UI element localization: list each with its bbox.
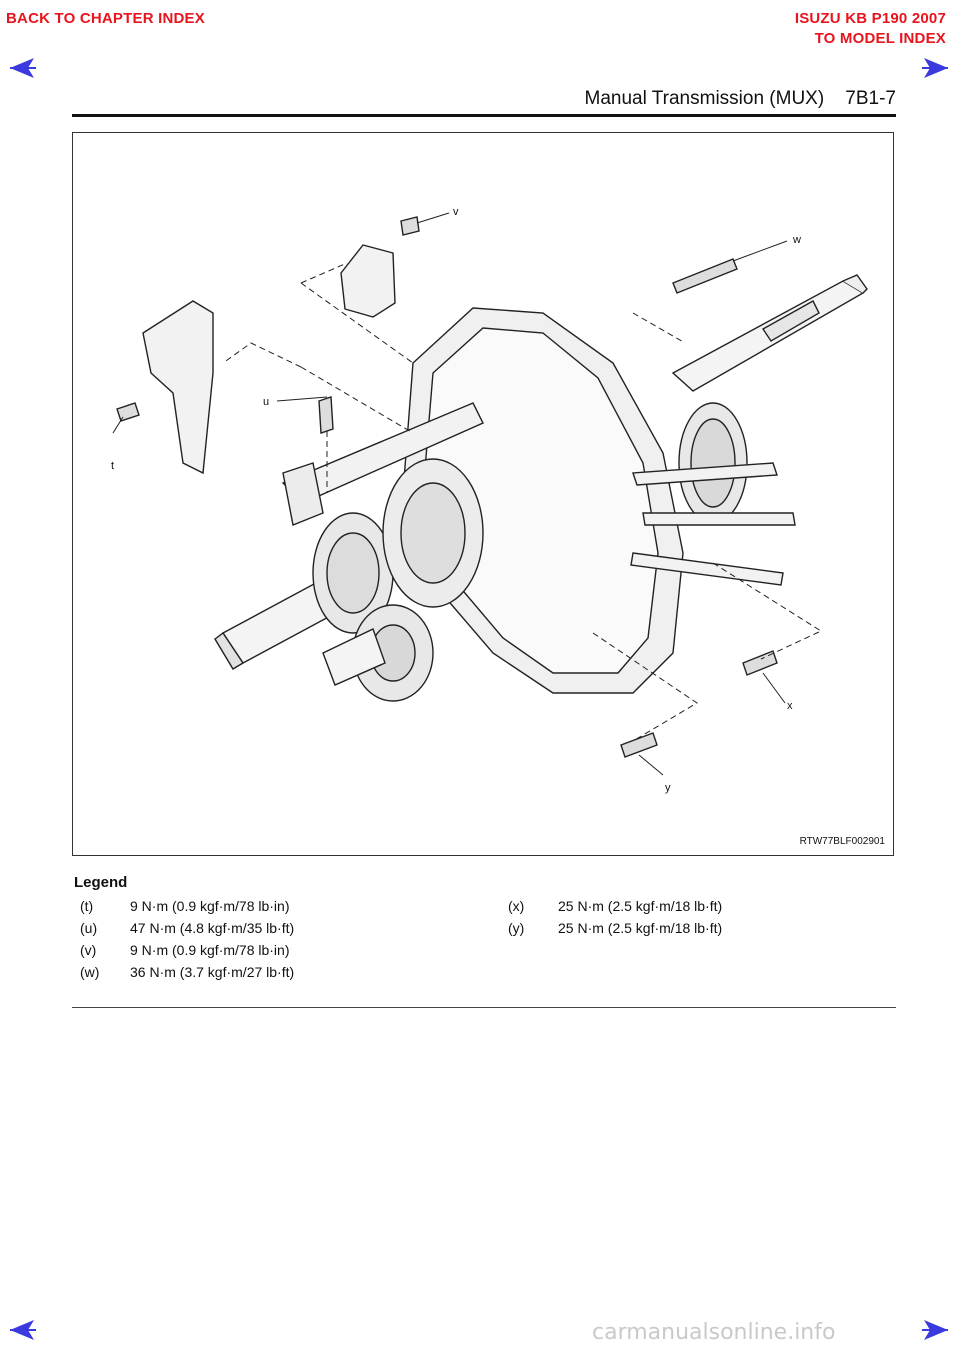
- legend-value: 36 N·m (3.7 kgf·m/27 lb·ft): [130, 964, 295, 980]
- model-title-link[interactable]: ISUZU KB P190 2007: [794, 10, 946, 27]
- callout-u: u: [263, 396, 269, 408]
- back-to-chapter-index-link[interactable]: BACK TO CHAPTER INDEX: [6, 10, 205, 27]
- legend-value: 25 N·m (2.5 kgf·m/18 lb·ft): [558, 898, 723, 914]
- legend-value: 9 N·m (0.9 kgf·m/78 lb·in): [130, 898, 290, 914]
- legend-value: 9 N·m (0.9 kgf·m/78 lb·in): [130, 942, 290, 958]
- section-title: Manual Transmission (MUX): [584, 88, 825, 109]
- legend-key: (x): [508, 898, 525, 914]
- legend-key: (w): [80, 964, 100, 980]
- transmission-illustration: t u v w x y: [111, 206, 868, 794]
- legend-value: 47 N·m (4.8 kgf·m/35 lb·ft): [130, 920, 295, 936]
- callout-y: y: [665, 782, 671, 794]
- right-arrow-icon[interactable]: [920, 1318, 950, 1342]
- legend-title: Legend: [74, 874, 128, 891]
- left-arrow-icon[interactable]: [8, 56, 38, 80]
- page-number: 7B1-7: [845, 88, 896, 109]
- legend-key: (u): [80, 920, 98, 936]
- to-model-index-link[interactable]: TO MODEL INDEX: [814, 30, 946, 47]
- watermark: carmanualsonline.info: [592, 1320, 836, 1345]
- callout-v: v: [453, 206, 459, 218]
- figure-code: RTW77BLF002901: [799, 836, 885, 847]
- right-arrow-icon[interactable]: [920, 56, 950, 80]
- transmission-figure: t u v w x y RTW77BLF002901: [72, 132, 894, 856]
- legend-key: (t): [80, 898, 94, 914]
- left-arrow-icon[interactable]: [8, 1318, 38, 1342]
- page-header: Manual Transmission (MUX) 7B1-7: [585, 88, 897, 110]
- callout-t: t: [111, 460, 114, 472]
- legend-value: 25 N·m (2.5 kgf·m/18 lb·ft): [558, 920, 723, 936]
- callout-w: w: [792, 234, 801, 246]
- header-rule: [72, 114, 896, 117]
- footer-rule: [72, 1007, 896, 1008]
- callout-x: x: [787, 700, 793, 712]
- legend-key: (v): [80, 942, 97, 958]
- legend-key: (y): [508, 920, 525, 936]
